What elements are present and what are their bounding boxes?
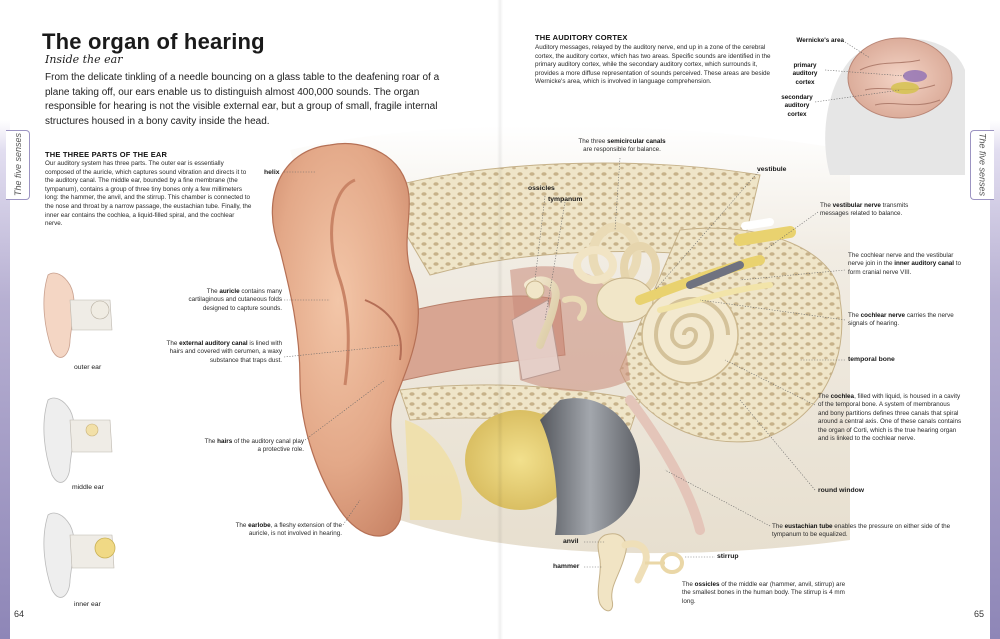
label-secondary-cortex: secondary auditory cortex — [781, 94, 813, 118]
label-tympanum: tympanum — [548, 196, 583, 203]
auditory-cortex-heading: THE AUDITORY CORTEX — [535, 33, 628, 42]
label-ossicles: ossicles — [528, 185, 555, 192]
page-title: The organ of hearing — [42, 29, 265, 54]
label-vestibule: vestibule — [757, 166, 787, 173]
leader-lines — [283, 41, 906, 568]
label-wernicke: Wernicke's area — [796, 37, 844, 44]
annotation-auditory-canal: The external auditory canal is lined wit… — [166, 340, 282, 364]
annotation-vestibular-nerve: The vestibular nerve transmits messages … — [820, 202, 909, 218]
page-subtitle: Inside the ear — [45, 53, 123, 66]
intro-paragraph: From the delicate tinkling of a needle b… — [45, 72, 440, 127]
page-number-left: 64 — [14, 609, 25, 619]
thumb-label-inner-ear: inner ear — [74, 601, 101, 608]
side-tab-left: The five senses — [6, 130, 30, 200]
annotation-earlobe: The earlobe, a fleshy extension of the a… — [235, 522, 342, 538]
annotation-inner-auditory-canal: The cochlear nerve and the vestibular ne… — [848, 252, 962, 276]
ossicles-detail-shape — [597, 533, 684, 612]
side-tab-left-label: The five senses — [12, 133, 23, 197]
annotation-eustachian-tube: The eustachian tube enables the pressure… — [772, 523, 951, 539]
label-round-window: round window — [818, 487, 865, 494]
right-page-edge — [990, 0, 1000, 639]
head-brain-shape — [825, 37, 965, 175]
label-stirrup: stirrup — [717, 553, 739, 560]
auricle-shape — [271, 142, 419, 537]
page-gutter — [497, 0, 503, 639]
label-helix: helix — [264, 169, 280, 176]
thumb-inner-ear-shape — [43, 512, 116, 598]
page-number-right: 65 — [973, 609, 984, 619]
annotation-auricle: The auricle contains many cartilaginous … — [188, 288, 282, 312]
thumb-middle-ear-shape — [43, 397, 113, 483]
annotation-hairs: The hairs of the auditory canal play a p… — [204, 438, 304, 454]
label-hammer: hammer — [553, 563, 580, 570]
side-tab-right-label: The five senses — [977, 133, 988, 197]
annotation-ossicles: The ossicles of the middle ear (hammer, … — [682, 581, 846, 605]
thumb-outer-ear-shape — [43, 272, 113, 358]
annotation-cochlear-nerve: The cochlear nerve carries the nerve sig… — [848, 312, 954, 328]
label-primary-cortex: primary auditory cortex — [792, 62, 818, 86]
annotation-semicircular-canals: The three semicircular canals are respon… — [578, 138, 666, 154]
annotation-cochlea: The cochlea, filled with liquid, is hous… — [818, 393, 962, 443]
three-parts-heading: THE THREE PARTS OF THE EAR — [45, 150, 168, 159]
eustachian-tube-shape — [540, 398, 640, 535]
left-page-edge — [0, 0, 10, 639]
thumb-label-middle-ear: middle ear — [72, 484, 104, 491]
auditory-cortex-text: Auditory messages, relayed by the audito… — [535, 44, 771, 86]
label-anvil: anvil — [563, 538, 579, 545]
side-tab-right: The five senses — [970, 130, 994, 200]
label-temporal-bone: temporal bone — [848, 356, 895, 363]
thumb-label-outer-ear: outer ear — [74, 364, 102, 371]
three-parts-text: Our auditory system has three parts. The… — [45, 160, 252, 228]
